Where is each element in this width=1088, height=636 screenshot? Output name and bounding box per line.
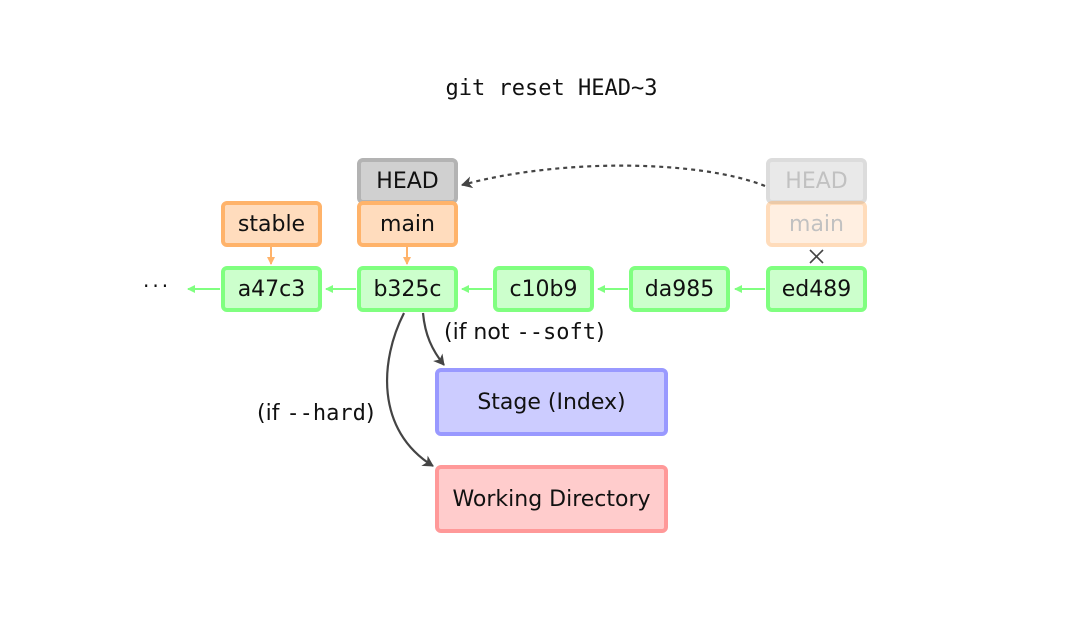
diagram-title: git reset HEAD~3 [445,76,658,101]
ellipsis: ··· [143,274,172,298]
commit-id: da985 [644,276,715,302]
soft-flag: --soft [516,320,596,345]
old-head-label: HEAD [766,158,867,204]
branch-stable: stable [221,201,322,247]
commit-node: da985 [629,266,730,312]
hard-flag: --hard [286,401,366,426]
branch-main: main [357,201,458,247]
hard-condition-label: (if --hard) [257,401,375,426]
commit-id: c10b9 [509,276,578,302]
stage-index-text: Stage (Index) [477,389,626,415]
cross-mark [809,249,824,264]
arrow-to-stage [421,312,445,366]
commit-node: b325c [357,266,458,312]
head-move-arrow [461,164,766,189]
branch-main-text: main [380,211,435,237]
commit-id: ed489 [781,276,852,302]
stage-index-box: Stage (Index) [435,368,668,436]
commit-id: a47c3 [237,276,306,302]
commit-node: a47c3 [221,266,322,312]
old-head-text: HEAD [785,168,848,194]
commit-node: ed489 [766,266,867,312]
old-branch-main: main [766,201,867,247]
old-branch-main-text: main [789,211,844,237]
commit-id: b325c [373,276,442,302]
hard-prefix: (if [257,401,287,426]
head-label: HEAD [357,158,458,204]
hard-suffix: ) [365,401,375,426]
soft-suffix: ) [595,320,605,345]
arrow-to-working-directory [385,312,434,467]
head-text: HEAD [376,168,439,194]
working-directory-box: Working Directory [435,465,668,533]
branch-stable-text: stable [237,211,306,237]
working-directory-text: Working Directory [452,486,651,512]
soft-prefix: (if not [444,320,517,345]
soft-condition-label: (if not --soft) [444,320,605,345]
commit-node: c10b9 [493,266,594,312]
